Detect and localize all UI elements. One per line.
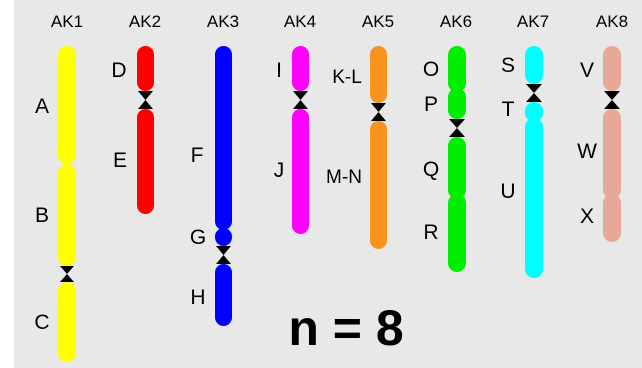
chromosome-label-ak3: AK3: [207, 12, 239, 31]
block-label-i: I: [276, 59, 282, 82]
block-label-e: E: [113, 149, 127, 172]
chromosome-body-ak3: [215, 46, 232, 326]
block-label-c: C: [34, 311, 49, 334]
chromosome-segment: [603, 109, 621, 199]
chromosome-body-ak2: [137, 46, 154, 214]
block-label-d: D: [111, 59, 126, 82]
centromere-ak3: [216, 246, 231, 264]
chromosome-segment: [448, 88, 466, 119]
chromosome-ak2: AK2 D E: [111, 12, 161, 214]
block-label-g: G: [190, 226, 206, 249]
chromosome-segment: [448, 46, 466, 92]
chromosome-label-ak5: AK5: [362, 12, 394, 31]
chromosome-segment: [603, 194, 621, 242]
block-label-q: Q: [423, 158, 439, 181]
chromosome-segment: [448, 137, 466, 199]
block-label-o: O: [423, 58, 439, 81]
block-label-x: X: [580, 205, 594, 228]
centromere-ak5: [371, 103, 386, 121]
chromosome-segment: [292, 109, 309, 234]
chromosome-label-ak4: AK4: [284, 12, 316, 31]
chromosome-segment: [215, 264, 232, 326]
chromosome-ak6: AK6 O P Q R: [423, 12, 472, 272]
chromosome-ak7: AK7 S T U: [500, 12, 549, 278]
chromosome-segment: [370, 46, 387, 103]
chromosome-segment: [525, 102, 543, 122]
block-label-a: A: [35, 95, 49, 118]
chromosome-label-ak6: AK6: [440, 12, 472, 31]
chromosome-body-ak5: [370, 46, 387, 249]
block-label-h: H: [190, 286, 205, 309]
chromosome-label-ak7: AK7: [517, 12, 549, 31]
centromere-ak2: [138, 91, 153, 109]
chromosome-segment: [603, 46, 621, 91]
centromere-ak1: [60, 266, 74, 282]
centromere-ak4: [293, 91, 308, 109]
chromosome-count-label: n = 8: [288, 300, 403, 356]
chromosome-segment: [58, 164, 76, 266]
chromosome-segment: [215, 228, 232, 246]
chromosome-segment: [292, 46, 309, 91]
chromosome-segment: [58, 282, 76, 362]
chromosome-label-ak1: AK1: [51, 12, 83, 31]
chromosome-ak1: AK1 A B C: [34, 12, 83, 362]
block-label-v: V: [580, 59, 594, 82]
chromosome-body-ak8: [603, 46, 621, 242]
chromosome-body-ak4: [292, 46, 309, 234]
block-label-b: B: [35, 204, 49, 227]
chromosome-segment: [525, 118, 543, 278]
chromosome-ak3: AK3 F G H: [190, 12, 239, 326]
centromere-ak7: [526, 84, 542, 102]
chromosome-segment: [58, 46, 76, 164]
block-label-r: R: [423, 221, 438, 244]
chromosome-segment: [137, 46, 154, 91]
chromosome-segment: [525, 46, 543, 84]
chromosome-ak4: AK4 I J: [274, 12, 316, 234]
chromosome-body-ak1: [58, 46, 76, 362]
block-label-p: P: [424, 93, 438, 116]
block-label-j: J: [274, 159, 285, 182]
block-label-m-n: M-N: [326, 167, 362, 188]
centromere-ak6: [449, 119, 465, 137]
chromosome-body-ak6: [448, 46, 466, 272]
chromosome-ak5: AK5 K-L M-N: [326, 12, 394, 249]
block-label-w: W: [577, 140, 597, 163]
block-label-f: F: [191, 144, 204, 167]
chromosome-body-ak7: [525, 46, 543, 278]
centromere-ak8: [604, 91, 620, 109]
chromosome-segment: [137, 109, 154, 214]
block-label-u: U: [500, 180, 515, 203]
chromosome-segment: [448, 194, 466, 272]
block-label-s: S: [501, 54, 515, 77]
block-label-k-l: K-L: [332, 67, 362, 88]
chromosome-ak8: AK8 V W X: [577, 12, 628, 242]
chromosome-segment: [215, 46, 232, 230]
chromosome-segment: [370, 121, 387, 249]
chromosome-label-ak8: AK8: [596, 12, 628, 31]
chromosome-label-ak2: AK2: [129, 12, 161, 31]
block-label-t: T: [502, 98, 515, 121]
